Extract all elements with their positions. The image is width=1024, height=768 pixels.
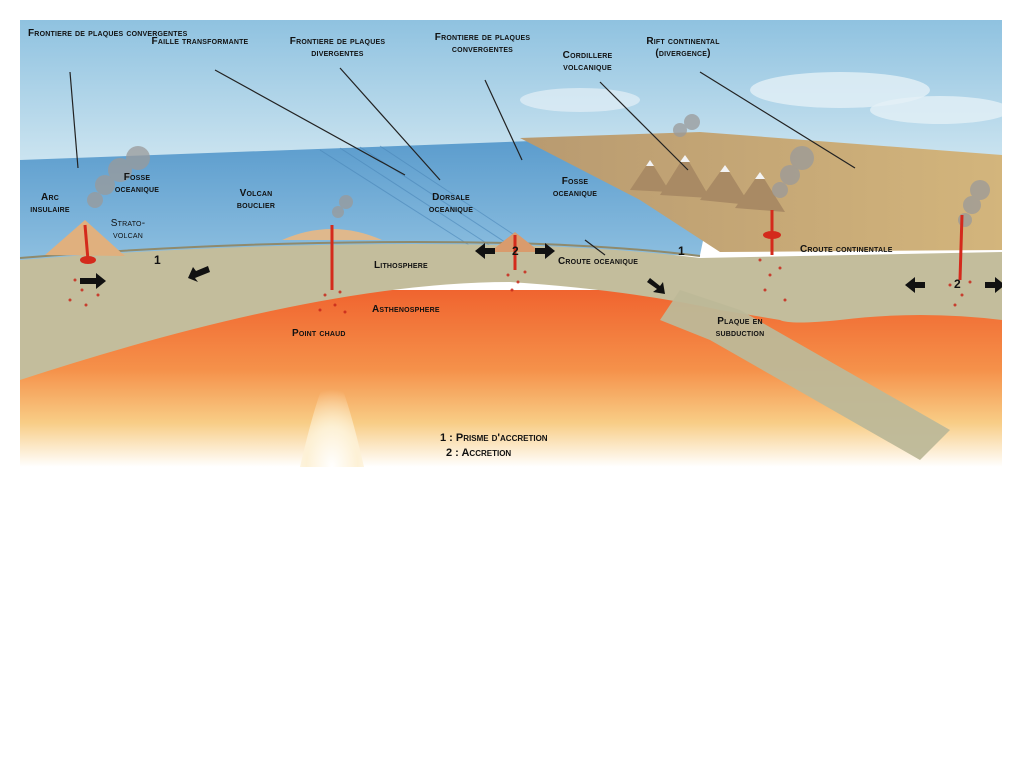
label-convergent-boundary-1: Frontiere de plaques convergentes — [28, 28, 188, 39]
hotspot-plume — [300, 370, 364, 467]
label-continental-rift: Rift continental (divergence) — [646, 36, 720, 59]
label-lithosphere: Lithosphere — [374, 260, 428, 271]
label-transform-fault: Faille transformante — [151, 36, 249, 47]
plate-tectonics-diagram: Frontiere de plaques convergentes Faille… — [20, 20, 1002, 467]
cloud — [520, 88, 640, 112]
label-shield-volcano: Volcan bouclier — [236, 188, 276, 211]
label-island-arc: Arc insulaire — [30, 192, 70, 215]
label-oceanic-ridge: Dorsale oceanique — [428, 192, 474, 215]
label-volcanic-cordillera: Cordillere volcanique — [562, 50, 613, 73]
leader-lines — [69, 67, 856, 256]
legend: 1 : Prisme d'accretion 2 : Accretion — [440, 431, 548, 461]
marker-accretion-prism-1: 1 — [154, 253, 161, 267]
label-stratovolcano: Strato-volcan — [110, 218, 146, 241]
magma-dots — [68, 258, 972, 314]
subducting-slab — [660, 290, 950, 460]
magma-chambers — [80, 231, 781, 264]
snow-caps — [646, 155, 765, 179]
oceanic-crust-line — [20, 241, 701, 259]
label-convergent-boundary-2: Frontiere de plaques convergentes — [434, 32, 531, 55]
label-oceanic-crust: Croute oceanique — [558, 256, 639, 267]
label-divergent-boundary: Frontiere de plaques divergentes — [289, 36, 386, 59]
label-continental-crust: Croute continentale — [800, 244, 893, 255]
label-hotspot: Point chaud — [292, 328, 346, 339]
cross-section-illustration — [20, 20, 1002, 467]
marker-accretion-prism-2: 1 — [678, 244, 685, 258]
label-oceanic-trench-2: Fosse oceanique — [552, 176, 598, 199]
motion-arrows — [80, 243, 1002, 294]
legend-accretion-prism: 1 : Prisme d'accretion — [440, 432, 548, 444]
cloud — [750, 72, 930, 108]
lithosphere-layer — [20, 244, 1002, 380]
cloud — [870, 96, 1002, 124]
label-asthenosphere: Asthenosphere — [372, 304, 440, 315]
marker-accretion-2: 2 — [512, 244, 519, 258]
label-oceanic-trench-1: Fosse oceanique — [114, 172, 160, 195]
ocean-surface — [20, 140, 720, 260]
legend-accretion: 2 : Accretion — [446, 447, 512, 459]
marker-accretion-rift: 2 — [954, 277, 961, 291]
smoke-plumes — [87, 114, 990, 227]
mountain-range — [630, 155, 785, 212]
label-subducting-plate: Plaque en subduction — [715, 316, 765, 339]
